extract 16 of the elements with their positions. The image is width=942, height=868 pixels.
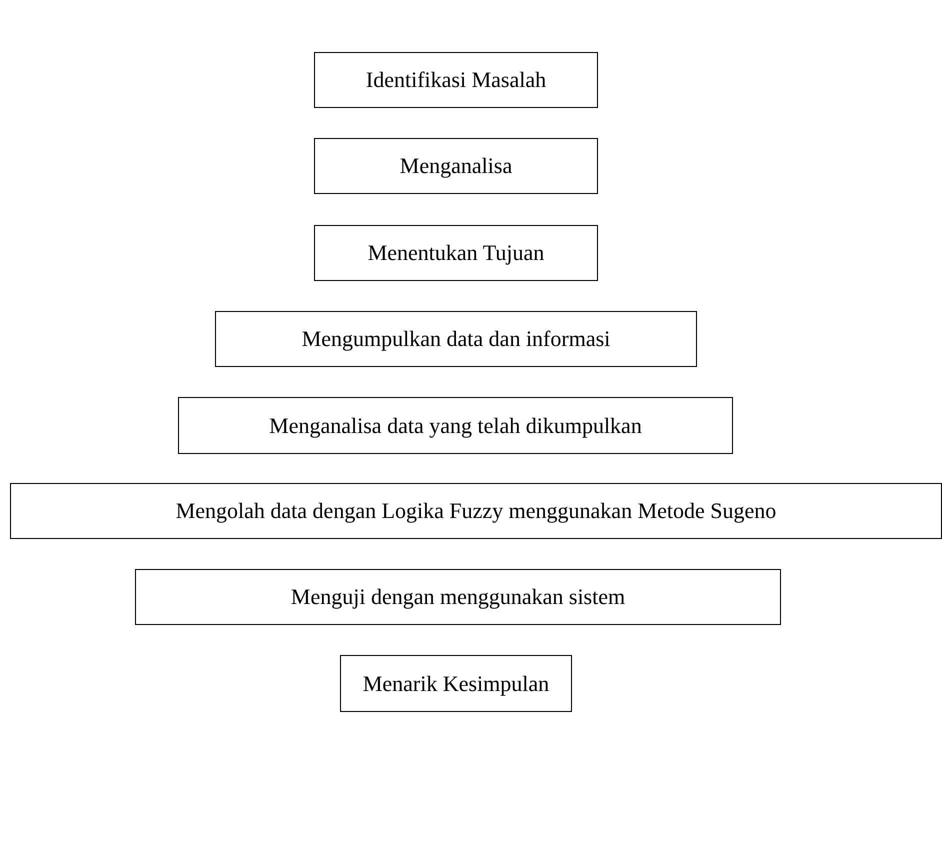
process-box [10, 483, 942, 539]
process-box [135, 569, 781, 625]
step-label: Menentukan Tujuan [368, 240, 544, 266]
step-label: Menganalisa [400, 153, 512, 179]
step-label: Identifikasi Masalah [366, 67, 546, 93]
step-label: Mengolah data dengan Logika Fuzzy menggunakan Metode Sugeno [176, 498, 776, 524]
step-label: Menguji dengan menggunakan sistem [290, 584, 626, 610]
process-box [314, 52, 598, 108]
process-box [314, 225, 598, 281]
step-label: Mengumpulkan data dan informasi [302, 326, 610, 352]
process-box [314, 138, 598, 194]
process-box [215, 311, 697, 367]
step-label: Menarik Kesimpulan [362, 670, 550, 696]
process-box [178, 397, 733, 454]
step-label: Menganalisa data yang telah dikumpulkan [269, 412, 642, 438]
process-box [340, 655, 572, 712]
